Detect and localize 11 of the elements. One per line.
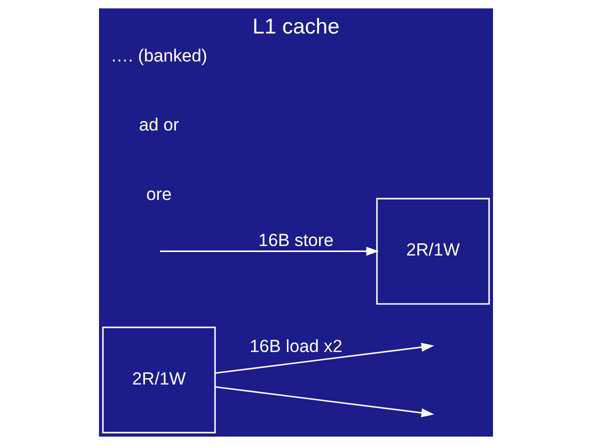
edge-label: 16B load x2 bbox=[250, 336, 342, 356]
arrow bbox=[160, 246, 379, 256]
label: ore bbox=[146, 184, 172, 204]
node-box: 2R/1W bbox=[102, 326, 216, 434]
node-box: 2R/1W bbox=[376, 198, 490, 305]
arrow bbox=[215, 386, 434, 418]
label: …. (banked) bbox=[110, 45, 208, 66]
diagram-title: L1 cache bbox=[252, 14, 340, 38]
label: ad or bbox=[138, 114, 179, 135]
arrow bbox=[215, 342, 434, 374]
edge-label: 16B store bbox=[258, 230, 334, 250]
